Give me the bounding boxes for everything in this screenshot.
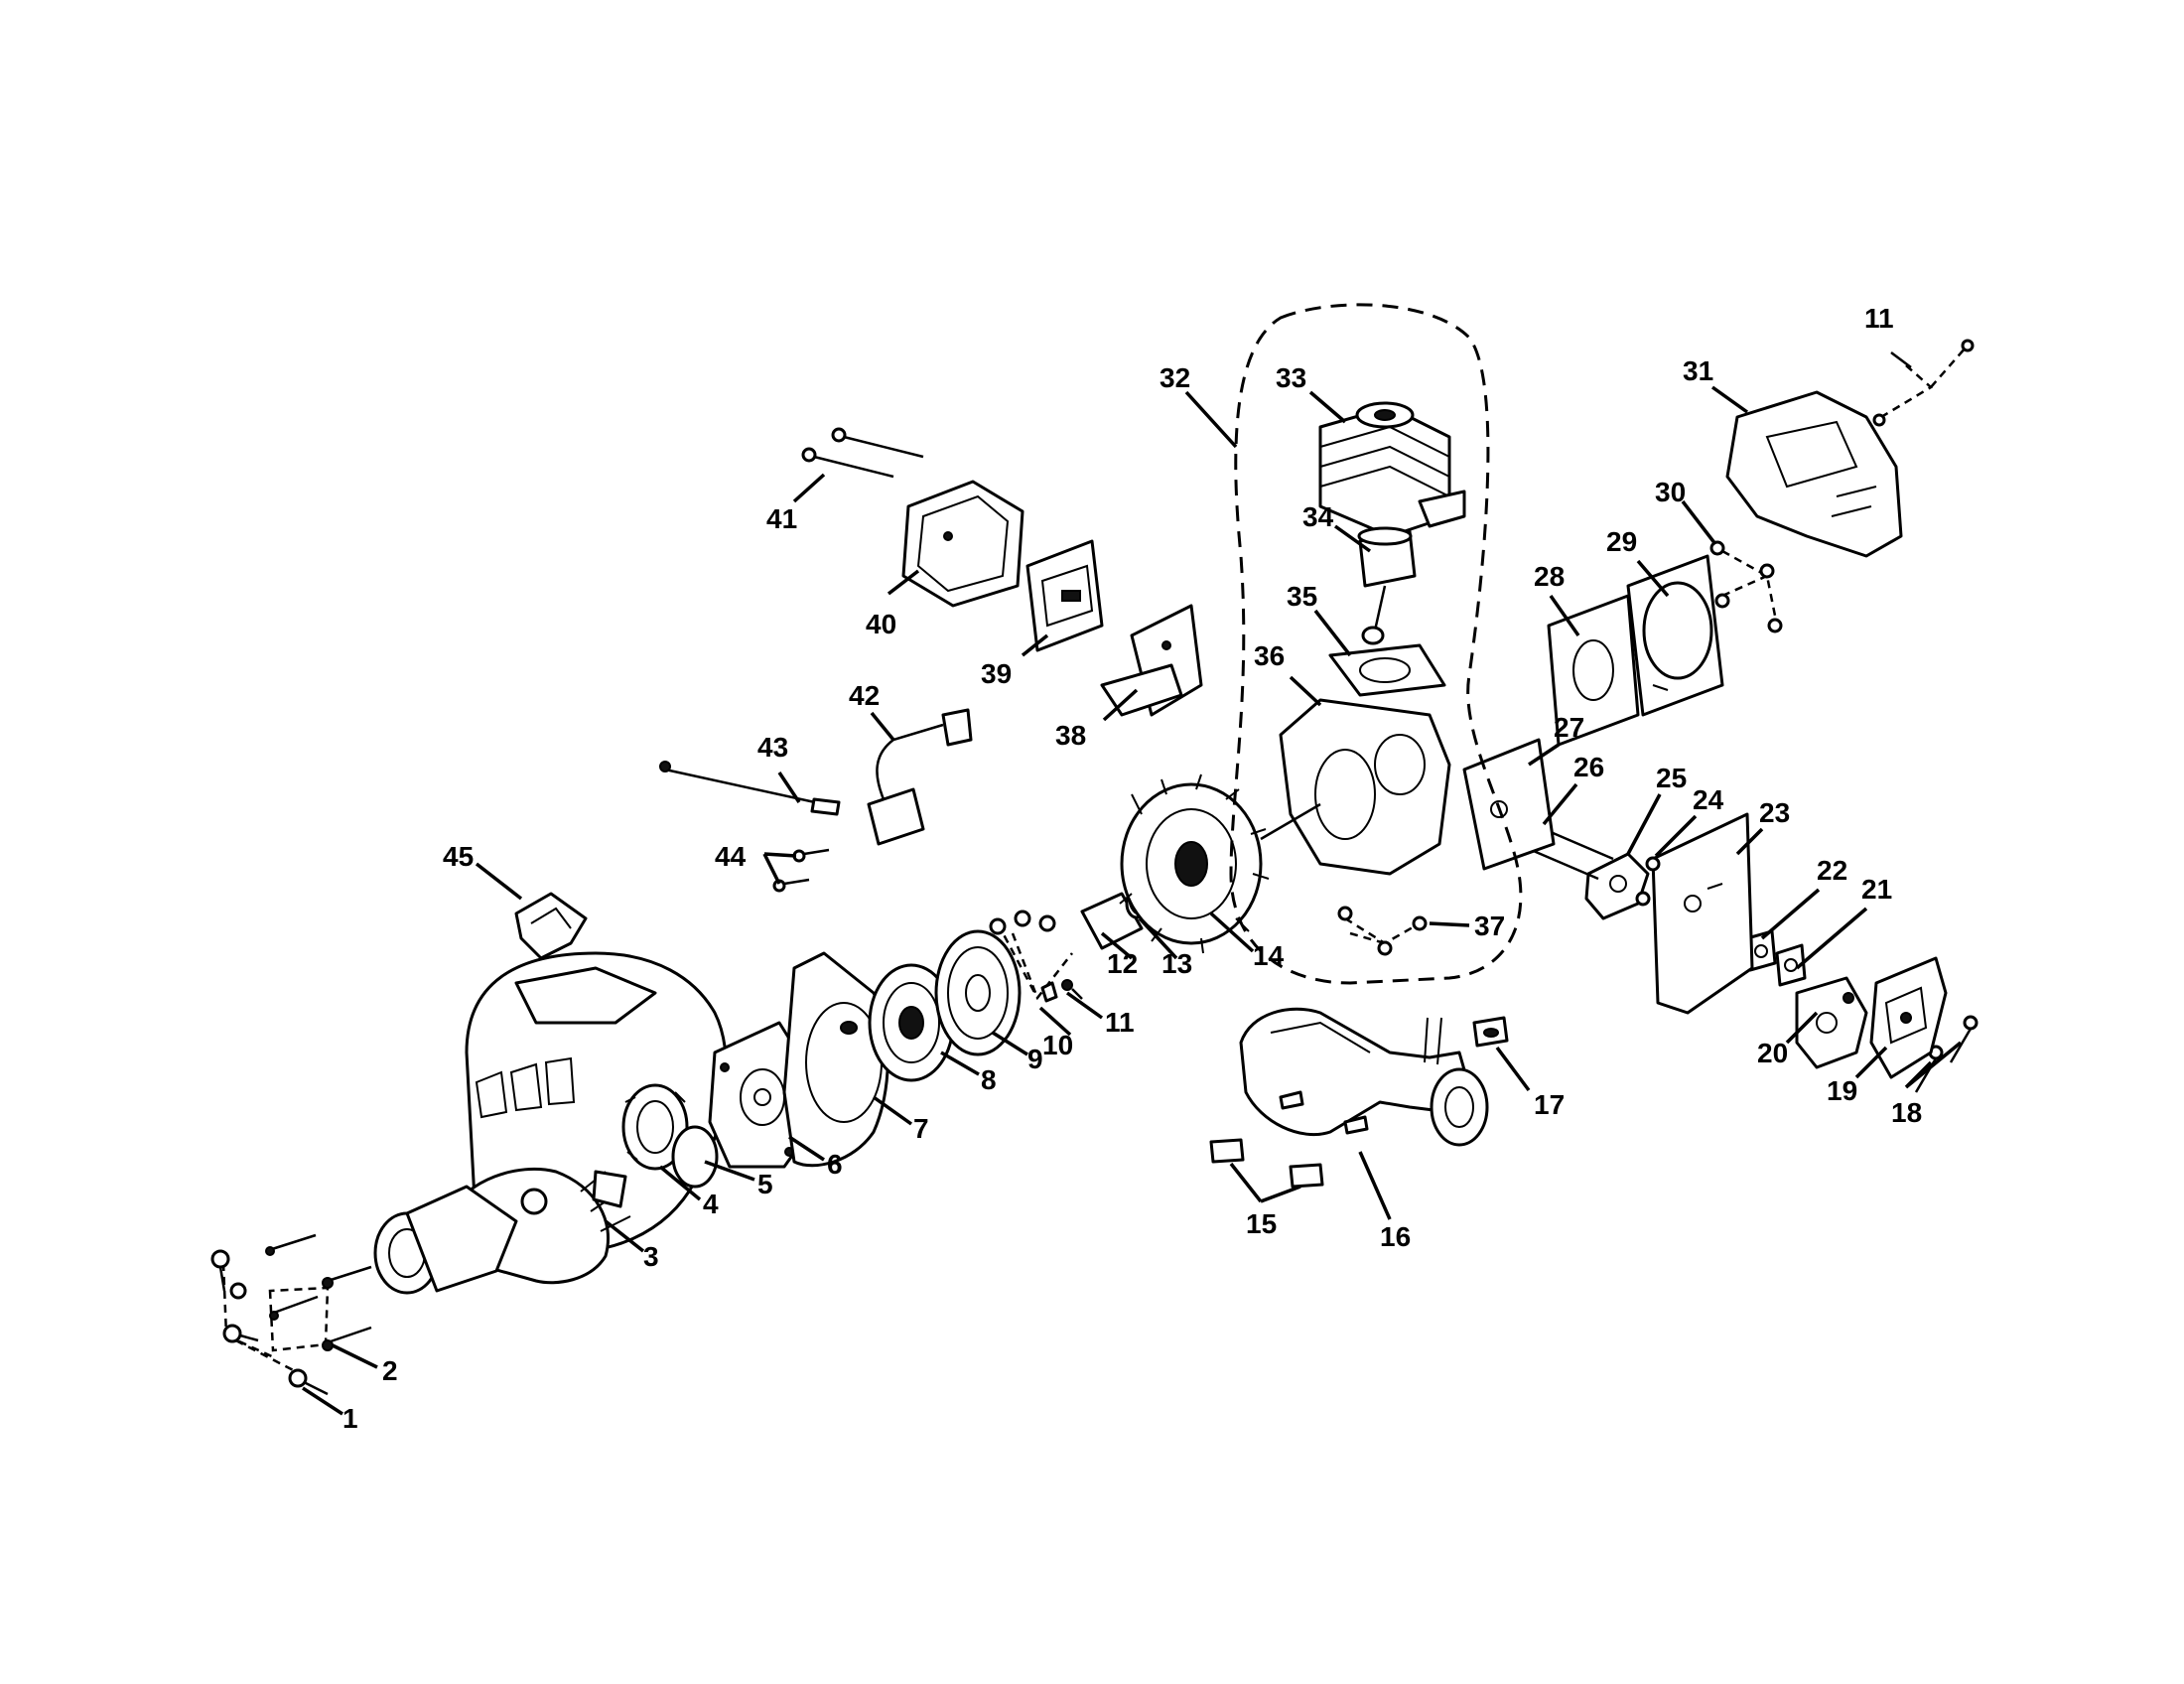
screws-11-top bbox=[1872, 339, 1975, 427]
part-label-1: 1 bbox=[342, 1403, 358, 1434]
part-label-34: 34 bbox=[1302, 501, 1334, 532]
leader-lines bbox=[302, 385, 1963, 1416]
clutch-4 bbox=[621, 1083, 689, 1171]
screws-30 bbox=[1709, 540, 1783, 633]
engine-kit-32-boundary bbox=[1229, 303, 1523, 985]
part-label-2: 2 bbox=[382, 1355, 398, 1386]
part-label-19: 19 bbox=[1827, 1075, 1857, 1106]
part-label-41: 41 bbox=[766, 503, 797, 534]
part-label-9: 9 bbox=[1027, 1044, 1043, 1074]
part-label-38: 38 bbox=[1055, 720, 1086, 751]
pulley-9 bbox=[934, 929, 1022, 1056]
part-label-6: 6 bbox=[827, 1149, 843, 1180]
filter-17 bbox=[1472, 1016, 1509, 1048]
part-label-28: 28 bbox=[1534, 561, 1565, 592]
muffler-29 bbox=[1626, 554, 1724, 717]
part-label-44: 44 bbox=[715, 841, 747, 872]
gasket-21 bbox=[1775, 943, 1807, 987]
part-label-3: 3 bbox=[643, 1241, 659, 1272]
part-label-18: 18 bbox=[1891, 1097, 1922, 1128]
fuel-tank-16 bbox=[1239, 1007, 1489, 1147]
washer-5 bbox=[671, 1125, 719, 1189]
part-label-12: 12 bbox=[1107, 948, 1138, 979]
pawls-and-screws-10-11 bbox=[989, 910, 1083, 1003]
part-label-26: 26 bbox=[1573, 752, 1604, 782]
part-label-11: 11 bbox=[1105, 1007, 1135, 1038]
crankcase-36 bbox=[1260, 698, 1451, 876]
part-label-32: 32 bbox=[1160, 362, 1190, 393]
part-label-25: 25 bbox=[1656, 763, 1687, 793]
part-label-27: 27 bbox=[1554, 712, 1584, 743]
part-label-20: 20 bbox=[1757, 1038, 1788, 1068]
part-label-13: 13 bbox=[1161, 948, 1192, 979]
screws-37 bbox=[1337, 906, 1428, 956]
gasket-27 bbox=[1462, 738, 1556, 871]
cylinder-33 bbox=[1318, 401, 1466, 538]
air-box-19 bbox=[1869, 956, 1948, 1079]
part-label-30: 30 bbox=[1655, 477, 1686, 507]
muffler-cover-31 bbox=[1725, 390, 1903, 558]
engine-housing-3 bbox=[373, 951, 729, 1295]
part-label-39: 39 bbox=[981, 658, 1012, 689]
gasket-35 bbox=[1328, 643, 1446, 697]
insulator-25 bbox=[1584, 852, 1650, 920]
bolts-41 bbox=[801, 427, 924, 479]
filter-cover-40 bbox=[901, 480, 1024, 608]
part-label-21: 21 bbox=[1861, 874, 1892, 905]
part-label-37: 37 bbox=[1474, 911, 1505, 941]
part-label-31: 31 bbox=[1683, 355, 1713, 386]
part-label-35: 35 bbox=[1287, 581, 1317, 612]
part-label-4: 4 bbox=[703, 1189, 719, 1219]
part-label-5: 5 bbox=[757, 1169, 773, 1199]
part-label-40: 40 bbox=[866, 609, 896, 639]
gasket-28 bbox=[1547, 594, 1640, 747]
part-label-8: 8 bbox=[981, 1064, 997, 1095]
part-label-23: 23 bbox=[1759, 797, 1790, 828]
starter-housing-7 bbox=[782, 951, 889, 1168]
ground-wire-43 bbox=[659, 761, 841, 816]
part-label-16: 16 bbox=[1380, 1221, 1411, 1252]
piston-34 bbox=[1357, 526, 1417, 645]
part-labels: 1 2 3 4 5 6 7 8 9 10 11 11 12 13 14 15 1… bbox=[342, 303, 1922, 1434]
screws-and-pins-1-2 bbox=[210, 1233, 372, 1396]
part-label-14: 14 bbox=[1253, 940, 1285, 971]
part-label-22: 22 bbox=[1817, 855, 1847, 886]
part-label-29: 29 bbox=[1606, 526, 1637, 557]
part-label-17: 17 bbox=[1534, 1089, 1565, 1120]
part-label-43: 43 bbox=[757, 732, 788, 763]
flywheel-14 bbox=[1119, 773, 1270, 954]
heat-shield-23 bbox=[1651, 812, 1754, 1015]
part-label-11-top: 11 bbox=[1864, 303, 1894, 334]
baffle-38 bbox=[1100, 604, 1203, 717]
part-label-10: 10 bbox=[1042, 1030, 1073, 1060]
part-label-7: 7 bbox=[913, 1113, 929, 1144]
part-label-45: 45 bbox=[443, 841, 474, 872]
part-label-33: 33 bbox=[1276, 362, 1306, 393]
spring-housing-8 bbox=[868, 963, 955, 1082]
part-label-42: 42 bbox=[849, 680, 880, 711]
air-filter-39 bbox=[1025, 539, 1104, 652]
screw-24 bbox=[1635, 856, 1661, 907]
part-label-36: 36 bbox=[1254, 640, 1285, 671]
carburetor-20 bbox=[1795, 976, 1868, 1069]
part-label-15: 15 bbox=[1246, 1208, 1277, 1239]
grommets-15 bbox=[1209, 1138, 1324, 1189]
knob-45 bbox=[514, 892, 588, 960]
part-label-24: 24 bbox=[1693, 784, 1724, 815]
